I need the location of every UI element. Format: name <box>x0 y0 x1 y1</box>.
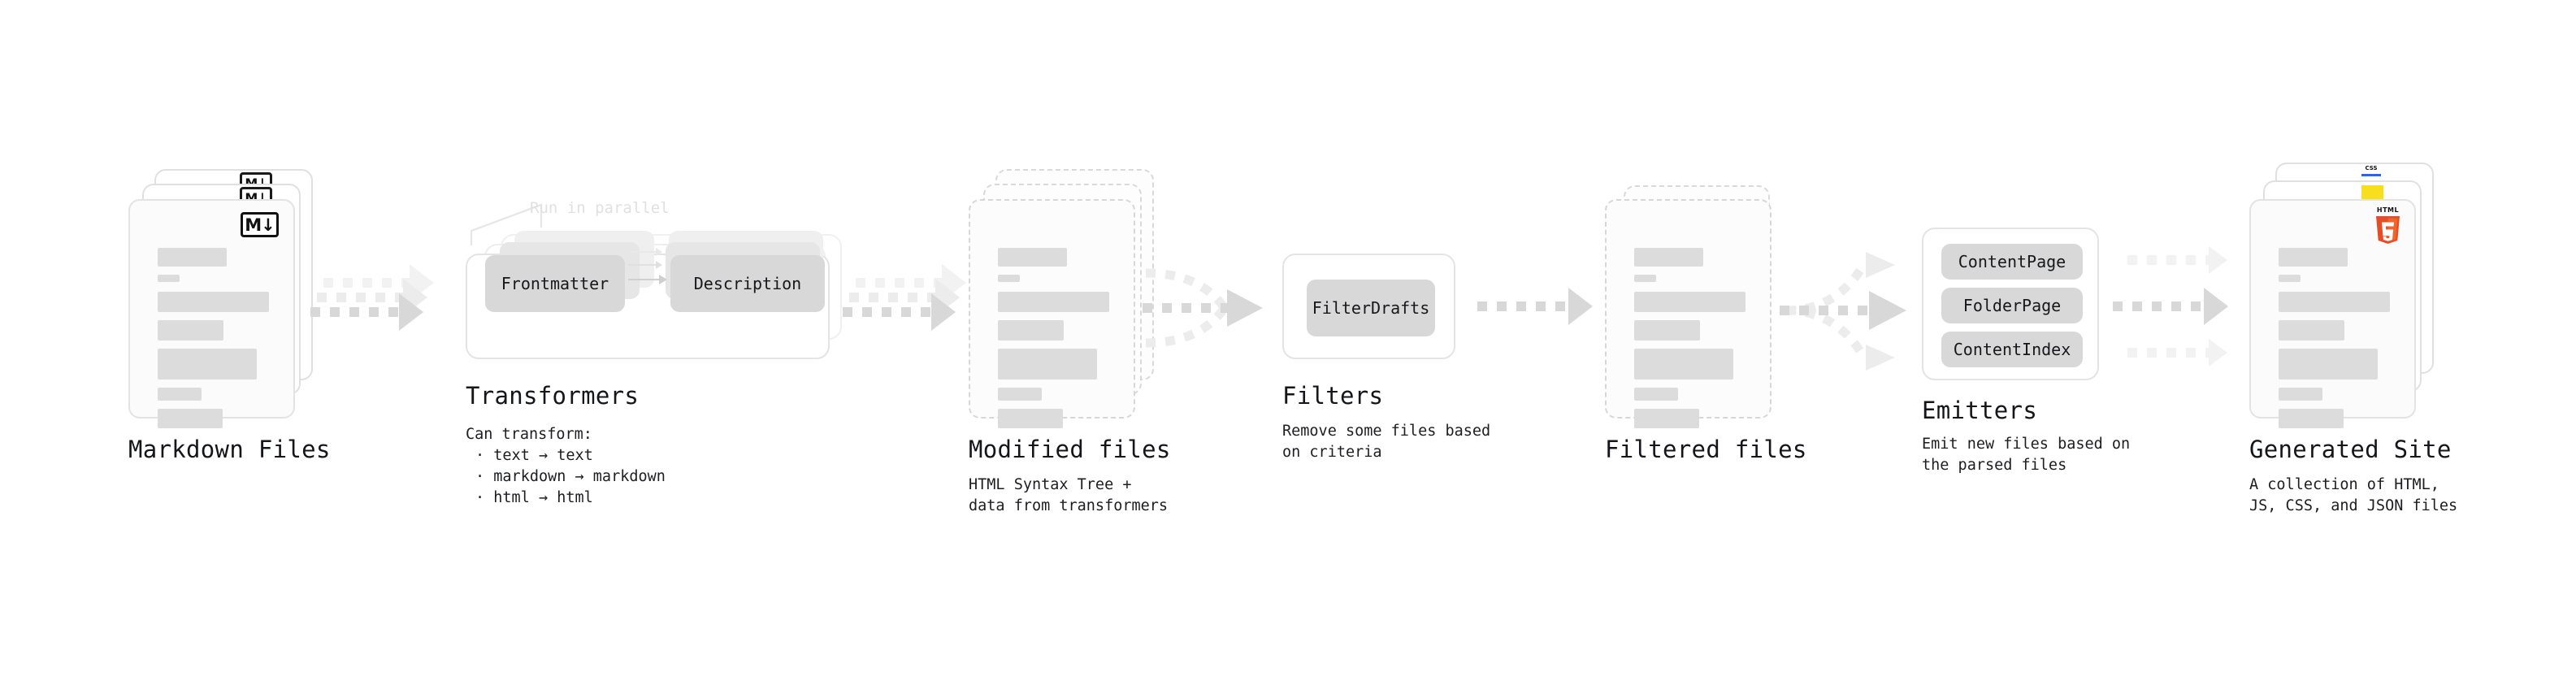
markdown-file-card: M↓ <box>128 199 295 428</box>
filter-chip-filterdrafts[interactable]: FilterDrafts <box>1307 280 1435 336</box>
run-in-parallel-bracket <box>470 203 543 245</box>
stage-subtitle-emitters-1: the parsed files <box>1922 457 2067 474</box>
stage-subtitle-filters-1: on criteria <box>1282 444 1382 461</box>
html5-badge-icon: HTML <box>2374 206 2401 246</box>
arrow6-dotted-top <box>2127 246 2233 274</box>
site-file-card: HTML <box>2249 199 2416 428</box>
filtered-file-card <box>1605 199 1772 428</box>
stage-title-generated-site: Generated Site <box>2249 436 2452 463</box>
transformer-container: Frontmatter Description <box>466 231 830 359</box>
stage-title-transformers: Transformers <box>466 382 640 410</box>
stage-subtitle-transformers-0: Can transform: <box>466 426 592 443</box>
stage-subtitle-modified-1: data from transformers <box>969 497 1169 514</box>
arrow4-dotted <box>1477 288 1599 325</box>
stage-title-filters: Filters <box>1282 382 1384 410</box>
run-in-parallel-label: Run in parallel <box>530 199 670 217</box>
transformer-chip-frontmatter[interactable]: Frontmatter <box>485 255 625 312</box>
stage-subtitle-modified-0: HTML Syntax Tree + <box>969 476 1132 493</box>
stage-subtitle-emitters-0: Emit new files based on <box>1922 436 2131 453</box>
css3-badge-icon: CSS <box>2361 165 2381 176</box>
stage-subtitle-site-1: JS, CSS, and JSON files <box>2249 497 2458 514</box>
arrow6-dotted-bottom <box>2127 339 2233 367</box>
arrow5-fanout-lines <box>1780 252 1906 371</box>
emitters-container: ContentPage FolderPage ContentIndex <box>1922 228 2099 380</box>
emitter-chip-contentpage[interactable]: ContentPage <box>1941 244 2083 280</box>
markdown-badge-icon: M↓ <box>241 212 279 237</box>
arrow2-dotted-front <box>843 293 961 331</box>
emitter-chip-contentindex[interactable]: ContentIndex <box>1941 332 2083 367</box>
filters-container: FilterDrafts <box>1282 254 1455 359</box>
stage-subtitle-transformers-1: · text → text <box>475 447 593 464</box>
stage-title-markdown-files: Markdown Files <box>128 436 331 463</box>
transformer-chip-description[interactable]: Description <box>670 255 825 312</box>
stage-subtitle-site-0: A collection of HTML, <box>2249 476 2439 493</box>
css3-badge-label: CSS <box>2365 165 2378 171</box>
stage-subtitle-transformers-3: · html → html <box>475 489 593 506</box>
js-badge-icon <box>2361 185 2383 199</box>
stage-subtitle-filters-0: Remove some files based <box>1282 423 1491 440</box>
html5-badge-label: HTML <box>2376 206 2400 214</box>
arrow3-converge-lines <box>1143 268 1263 348</box>
stage-title-filtered-files: Filtered files <box>1605 436 1807 463</box>
modified-file-card <box>969 199 1135 428</box>
stage-title-modified-files: Modified files <box>969 436 1171 463</box>
stage-title-emitters: Emitters <box>1922 397 2038 424</box>
transformer-inner-arrows <box>628 248 667 284</box>
emitter-chip-folderpage[interactable]: FolderPage <box>1941 288 2083 323</box>
arrow-dotted-front <box>310 293 428 331</box>
stage-subtitle-transformers-2: · markdown → markdown <box>475 468 666 485</box>
arrow6-dotted-mid <box>2113 288 2235 325</box>
